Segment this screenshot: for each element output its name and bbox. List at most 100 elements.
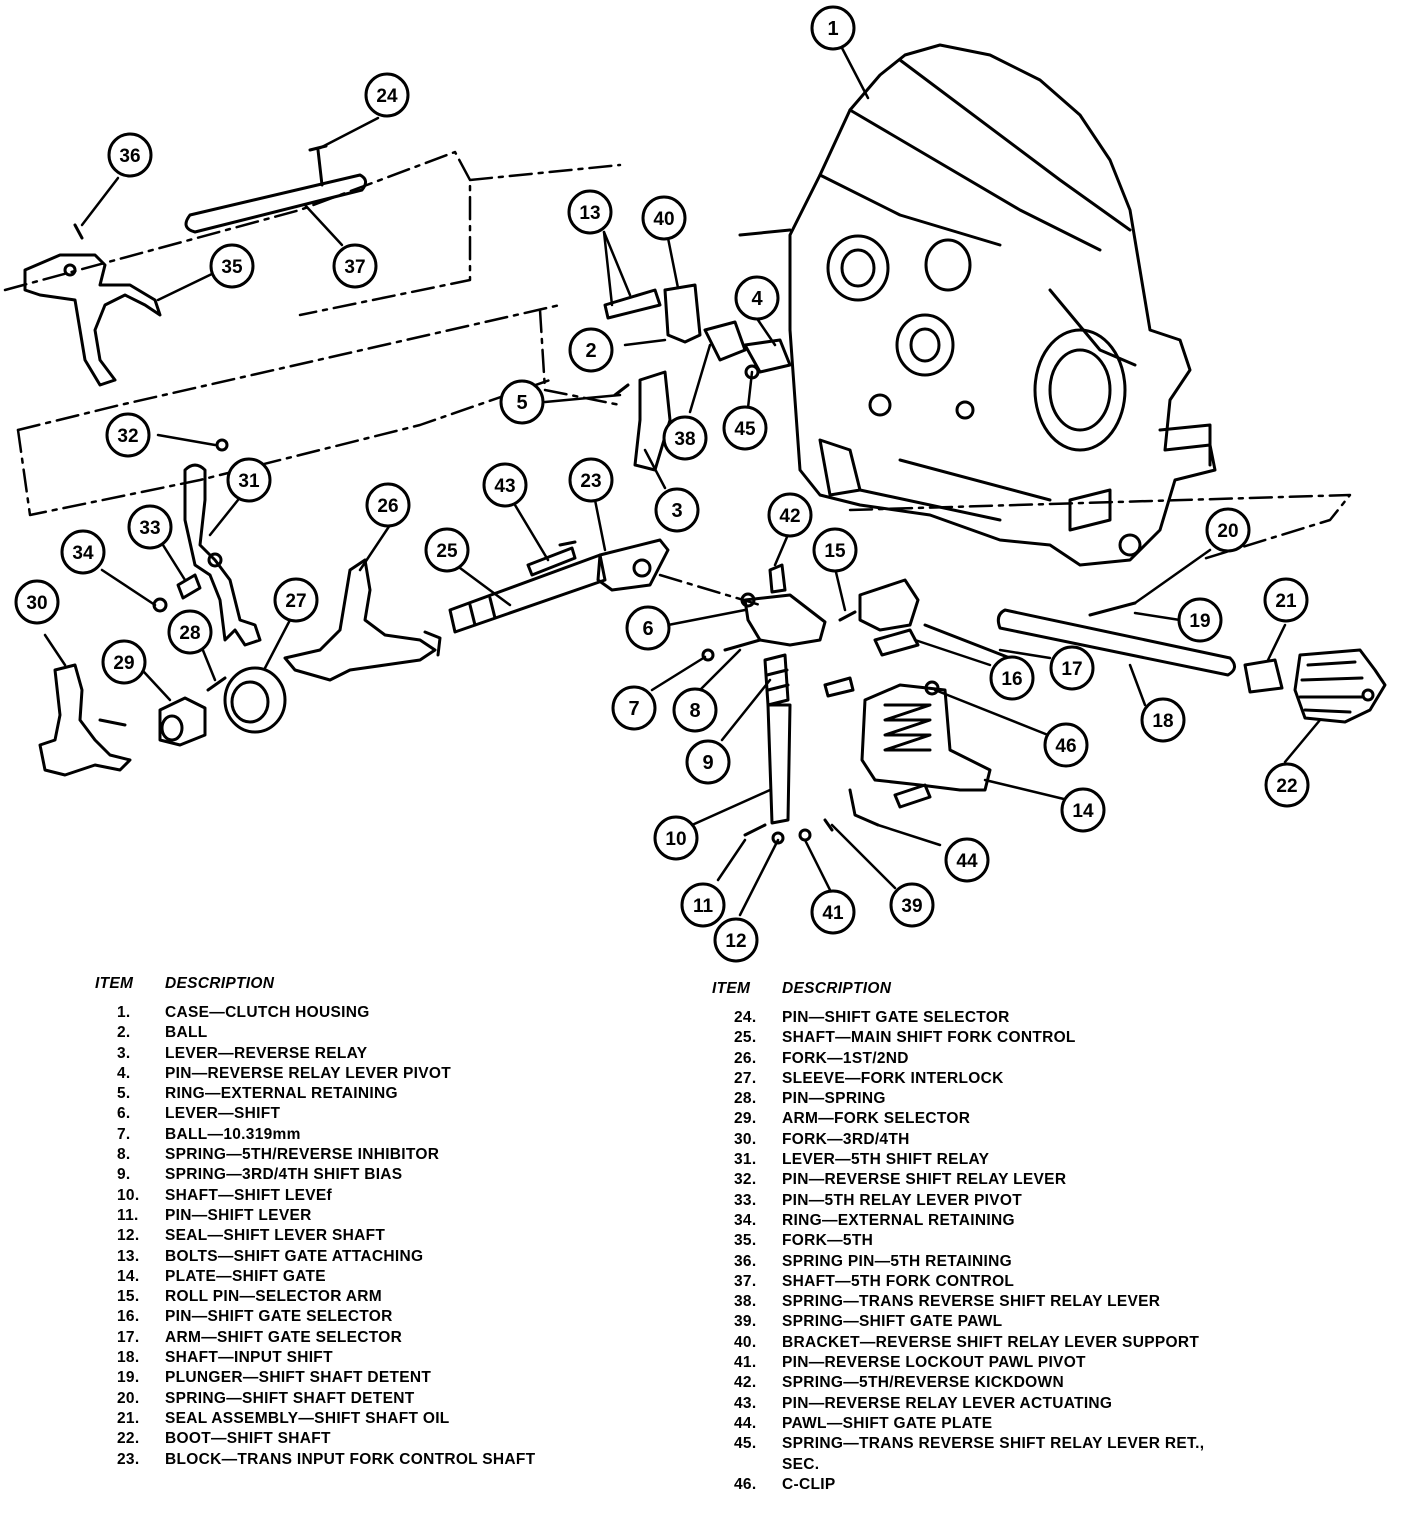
callout-number: 42 — [779, 506, 800, 527]
callout-15: 15 — [812, 527, 858, 573]
legend-item-description: SPRING PIN—5TH RETAINING — [782, 1252, 1012, 1270]
legend-item-number: 43. — [734, 1394, 757, 1412]
legend-item-number: 24. — [734, 1009, 757, 1026]
legend-header-description: DESCRIPTION — [782, 980, 892, 997]
callout-number: 21 — [1275, 591, 1297, 612]
legend-row: 12.SEAL—SHIFT LEVER SHAFT — [95, 1226, 615, 1246]
callout-number: 39 — [901, 896, 922, 917]
callout-5: 5 — [499, 379, 545, 425]
callout-38: 38 — [662, 415, 708, 461]
legend-row: 5.RING—EXTERNAL RETAINING — [95, 1084, 615, 1104]
legend-item-description: SPRING—SHIFT SHAFT DETENT — [165, 1389, 415, 1407]
callout-13: 13 — [567, 189, 613, 235]
callout-number: 40 — [653, 209, 674, 230]
legend-row: 17.ARM—SHIFT GATE SELECTOR — [95, 1328, 615, 1348]
legend-item-description: PIN—REVERSE RELAY LEVER PIVOT — [165, 1064, 452, 1082]
legend-item-number: 2. — [117, 1024, 131, 1042]
callout-circle — [653, 815, 699, 861]
fork-interlock-sleeve — [223, 666, 287, 734]
legend-item-number: 36. — [734, 1252, 757, 1270]
callout-circle — [654, 487, 700, 533]
callout-circle — [60, 529, 106, 575]
legend-row: 9.SPRING—3RD/4TH SHIFT BIAS — [95, 1165, 615, 1185]
callout-3: 3 — [654, 487, 700, 533]
legend-row: 23.BLOCK—TRANS INPUT FORK CONTROL SHAFT — [95, 1450, 615, 1470]
legend-item-number: 4. — [117, 1064, 131, 1082]
fifth-shift-relay-lever — [183, 438, 262, 647]
legend-item-description: FORK—5TH — [782, 1232, 874, 1250]
callout-45: 45 — [722, 405, 768, 451]
callout-circle — [167, 609, 213, 655]
legend-item-description: SPRING—5TH/REVERSE INHIBITOR — [165, 1146, 440, 1164]
callout-circle — [722, 405, 768, 451]
callout-9: 9 — [685, 739, 731, 785]
callout-number: 19 — [1189, 611, 1210, 632]
legend-item-number: 17. — [117, 1328, 140, 1346]
callout-circle — [107, 132, 153, 178]
legend-row: 39.SPRING—SHIFT GATE PAWL — [712, 1312, 1232, 1332]
legend-row: 6.LEVER—SHIFT — [95, 1104, 615, 1124]
callout-number: 13 — [579, 203, 600, 224]
legend-row: 8.SPRING—5TH/REVERSE INHIBITOR — [95, 1145, 615, 1165]
legend-item-description: PIN—SPRING — [782, 1090, 886, 1108]
callout-number: 24 — [376, 86, 398, 107]
legend-item-description: SPRING—3RD/4TH SHIFT BIAS — [165, 1166, 403, 1184]
callout-circle — [567, 189, 613, 235]
callout-12: 12 — [713, 917, 759, 963]
clutch-housing-case — [788, 43, 1217, 567]
callout-number: 32 — [117, 426, 138, 447]
callout-number: 37 — [344, 257, 365, 278]
legend-row: 31.LEVER—5TH SHIFT RELAY — [712, 1150, 1232, 1170]
callout-number: 15 — [824, 541, 846, 562]
callout-number: 44 — [956, 851, 978, 872]
legend-row: 34.RING—EXTERNAL RETAINING — [712, 1211, 1232, 1231]
main-shift-fork-control-shaft — [448, 540, 607, 634]
callout-circle — [1177, 597, 1223, 643]
legend-header: ITEM DESCRIPTION — [95, 975, 615, 993]
legend-row: 37.SHAFT—5TH FORK CONTROL — [712, 1272, 1232, 1292]
callout-circle — [1049, 645, 1095, 691]
exploded-view-diagram: 1234567891011121314151617181920212223242… — [3, 5, 1387, 963]
callout-circle — [810, 889, 856, 935]
callout-number: 29 — [113, 653, 134, 674]
legend-row: 32.PIN—REVERSE SHIFT RELAY LEVER — [712, 1170, 1232, 1190]
legend-item-number: 7. — [117, 1125, 131, 1143]
legend-row: 18.SHAFT—INPUT SHIFT — [95, 1348, 615, 1368]
callout-circle — [713, 917, 759, 963]
callout-number: 26 — [377, 496, 398, 517]
fork-third-fourth — [38, 663, 132, 777]
callout-number: 17 — [1061, 659, 1082, 680]
legend-row: 42.SPRING—5TH/REVERSE KICKDOWN — [712, 1373, 1232, 1393]
callout-14: 14 — [1060, 787, 1106, 833]
legend-item-number: 35. — [734, 1232, 757, 1250]
callout-number: 4 — [751, 288, 763, 310]
callout-circle — [209, 243, 255, 289]
callout-number: 43 — [494, 476, 515, 497]
callout-number: 23 — [580, 471, 601, 492]
callout-35: 35 — [209, 243, 255, 289]
callout-number: 9 — [702, 752, 713, 774]
callout-number: 46 — [1055, 736, 1076, 757]
legend-item-description: BRACKET—REVERSE SHIFT RELAY LEVER SUPPOR… — [782, 1333, 1200, 1351]
callout-17: 17 — [1049, 645, 1095, 691]
callout-circle — [101, 639, 147, 685]
callout-circle — [1263, 577, 1309, 623]
callout-number: 16 — [1001, 669, 1022, 690]
callout-circle — [226, 457, 272, 503]
legend-item-description: SPRING—TRANS REVERSE SHIFT RELAY LEVER R… — [782, 1435, 1205, 1473]
callout-number: 30 — [26, 593, 47, 614]
legend-item-description: BOOT—SHIFT SHAFT — [165, 1430, 331, 1448]
callout-circle — [499, 379, 545, 425]
parts-legend-right: ITEM DESCRIPTION 24.PIN—SHIFT GATE SELEC… — [712, 980, 1232, 1495]
callout-30: 30 — [14, 579, 60, 625]
legend-item-description: SPRING—SHIFT GATE PAWL — [782, 1313, 1003, 1331]
legend-header-item: ITEM — [95, 975, 134, 992]
callout-number: 18 — [1152, 711, 1173, 732]
legend-item-description: PIN—SHIFT LEVER — [165, 1206, 312, 1224]
legend-item-number: 31. — [734, 1151, 757, 1169]
legend-row: 10.SHAFT—SHIFT LEVEf — [95, 1186, 615, 1206]
callout-22: 22 — [1264, 762, 1310, 808]
callout-33: 33 — [127, 504, 173, 550]
legend-item-description: PLATE—SHIFT GATE — [165, 1267, 326, 1285]
